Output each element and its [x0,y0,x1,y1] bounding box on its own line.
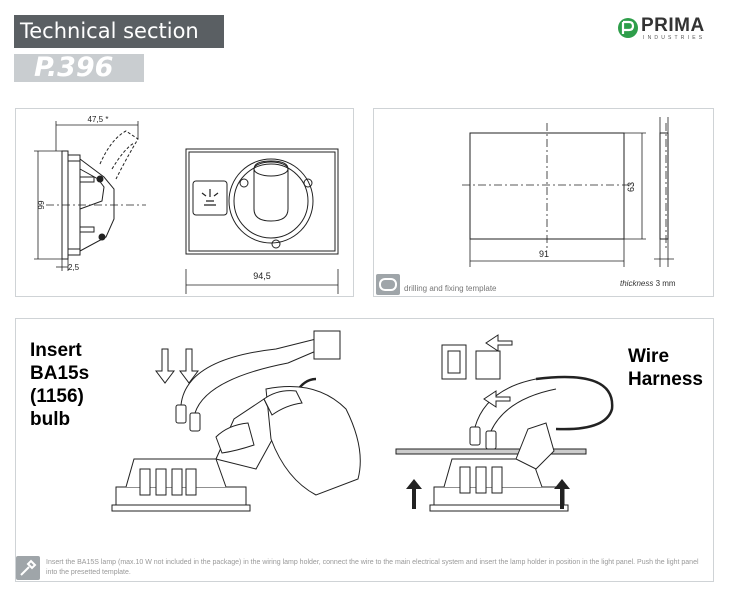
left-installation-drawing [111,330,361,512]
installation-note: Insert the BA15S lamp (max.10 W not incl… [46,559,699,576]
screwdriver-icon [16,556,40,580]
brand-subtitle: INDUSTRIES [643,35,706,41]
right-installation-drawing [395,344,614,512]
template-thickness: thickness 3 mm [620,279,676,288]
installation-panel: Insert BA15s (1156) bulb Wire Harness [15,318,714,582]
dim-width-top: 47,5 * [88,115,109,124]
dim-offset-bottom: 2,5 [68,263,80,272]
template-drawing [462,123,669,249]
dim-template-height: 63 [626,182,636,192]
template-panel: 63 91 [373,108,714,297]
page-code: P.396 [14,54,144,82]
template-caption: drilling and fixing template [404,284,497,293]
thickness-value: 3 mm [655,279,676,288]
dimensions-panel: 47,5 * 99 2,5 94,5 [15,108,354,297]
dim-template-width: 91 [539,249,549,259]
wire-harness-label: Wire Harness [628,346,703,390]
brand-name: PRIMA [641,15,705,36]
front-view-drawing [185,148,339,255]
insert-bulb-label: Insert BA15s (1156) bulb [30,340,90,430]
dim-width-front: 94,5 [253,271,271,281]
dim-height-left: 99 [37,200,46,209]
section-title: Technical section [14,15,224,48]
side-view-drawing [61,130,139,260]
template-outline-icon [376,274,400,295]
brand-mark-icon [618,18,638,38]
thickness-label: thickness [620,279,654,288]
brand-logo: PRIMA INDUSTRIES [617,15,717,41]
